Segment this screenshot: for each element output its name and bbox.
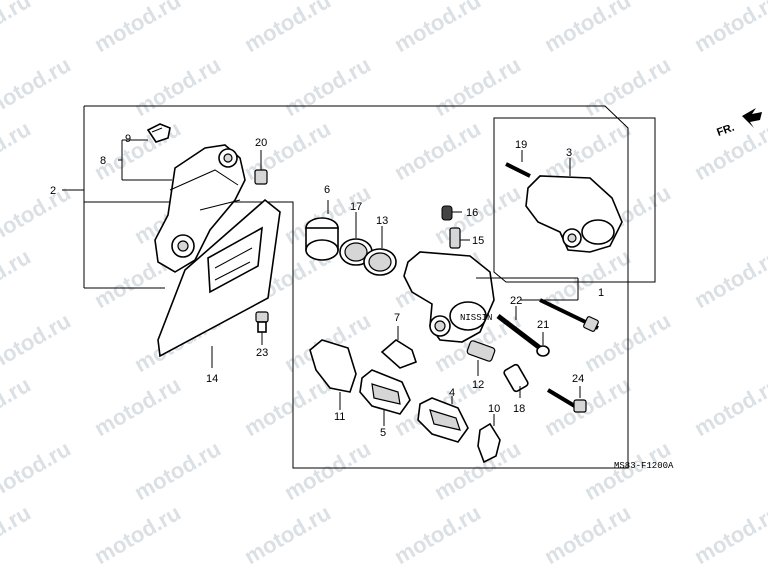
part-1-pin[interactable] [539, 298, 599, 332]
part-7-spring[interactable] [380, 326, 418, 369]
callout-20: 20 [255, 137, 267, 149]
callout-1: 1 [598, 287, 604, 299]
part-10-shim[interactable] [477, 414, 501, 464]
part-1-caliper[interactable]: NISSIN [403, 251, 579, 343]
callout-4: 4 [449, 387, 455, 399]
part-5-pad[interactable] [359, 369, 411, 426]
callout-13: 13 [376, 215, 388, 227]
callout-11: 11 [334, 411, 345, 423]
callout-22: 22 [510, 295, 522, 307]
callout-21: 21 [537, 319, 549, 331]
callout-3: 3 [566, 147, 572, 159]
callout-10: 10 [488, 403, 500, 415]
part-13-seal[interactable] [363, 226, 397, 276]
callout-24: 24 [572, 373, 584, 385]
part-4-pad[interactable] [417, 396, 469, 443]
callout-17: 17 [350, 201, 362, 213]
callout-19: 19 [515, 139, 527, 151]
part-21-washer[interactable] [536, 332, 550, 357]
caliper-brand-text: NISSIN [460, 313, 492, 323]
part-3-assembly[interactable] [525, 158, 623, 253]
callout-9: 9 [125, 133, 131, 145]
part-16-cap[interactable] [441, 205, 462, 221]
callout-8: 8 [100, 155, 106, 167]
part-2-bracket[interactable] [154, 144, 246, 273]
callout-7: 7 [394, 312, 400, 324]
part-24-bolt[interactable] [546, 386, 587, 413]
part-15-screw[interactable] [449, 227, 470, 249]
callout-12: 12 [472, 379, 484, 391]
callout-15: 15 [472, 235, 484, 247]
part-23-bolt[interactable] [255, 311, 269, 345]
part-9-clip[interactable] [146, 123, 171, 143]
callout-16: 16 [466, 207, 478, 219]
part-11-shim[interactable] [309, 339, 357, 410]
part-6-piston[interactable] [305, 200, 339, 261]
front-label: FR. [715, 122, 736, 139]
part-22-pin[interactable] [496, 306, 542, 350]
callout-23: 23 [256, 347, 268, 359]
part-12-bleeder[interactable] [466, 340, 496, 376]
callout-2: 2 [50, 185, 56, 197]
part-20-screw[interactable] [254, 150, 268, 185]
part-19-screw[interactable] [505, 150, 531, 178]
diagram-code: MS83-F1200A [614, 461, 674, 471]
callout-14: 14 [206, 373, 218, 385]
part-14-guard[interactable] [157, 198, 281, 368]
callout-5: 5 [380, 427, 386, 439]
inset-frame [493, 117, 656, 283]
main-frame [84, 105, 629, 469]
part-18-sleeve[interactable] [503, 363, 529, 398]
callout-6: 6 [324, 184, 330, 196]
callout-18: 18 [513, 403, 525, 415]
front-arrow-icon [742, 108, 762, 128]
